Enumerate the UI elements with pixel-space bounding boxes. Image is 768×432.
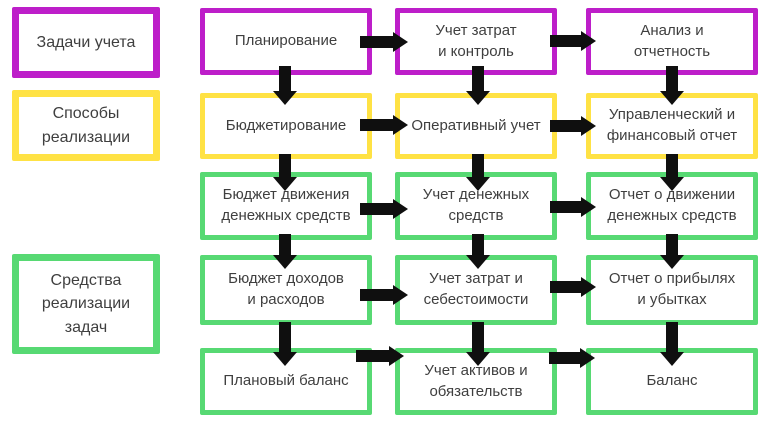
arrow-shaft [279, 154, 291, 177]
arrow-head [466, 177, 490, 191]
box-analysis-reporting: Анализ и отчетность [586, 8, 758, 75]
arrow-right-icon [360, 285, 408, 305]
arrow-down-icon [466, 154, 490, 191]
arrow-shaft [666, 234, 678, 255]
arrow-head [580, 348, 595, 368]
arrow-head [466, 352, 490, 366]
arrow-down-icon [660, 154, 684, 191]
arrow-right-icon [356, 346, 404, 366]
arrow-shaft [360, 289, 393, 301]
arrow-shaft [550, 120, 581, 132]
arrow-head [393, 285, 408, 305]
arrow-down-icon [273, 66, 297, 105]
arrow-down-icon [273, 234, 297, 269]
arrow-shaft [549, 352, 580, 364]
arrow-head [581, 197, 596, 217]
arrow-head [581, 277, 596, 297]
arrow-head [581, 116, 596, 136]
arrow-shaft [666, 154, 678, 177]
arrow-shaft [360, 119, 393, 131]
arrow-shaft [360, 203, 393, 215]
arrow-shaft [666, 66, 678, 91]
arrow-shaft [550, 35, 581, 47]
arrow-head [393, 115, 408, 135]
arrow-shaft [472, 322, 484, 352]
arrow-shaft [279, 322, 291, 352]
arrow-head [466, 91, 490, 105]
box-planning: Планирование [200, 8, 372, 75]
arrow-down-icon [660, 322, 684, 366]
arrow-shaft [472, 234, 484, 255]
arrow-right-icon [550, 277, 596, 297]
arrow-right-icon [549, 348, 595, 368]
arrow-head [273, 177, 297, 191]
arrow-down-icon [273, 322, 297, 366]
arrow-head [273, 352, 297, 366]
box-cost-accounting-control: Учет затрат и контроль [395, 8, 557, 75]
arrow-right-icon [550, 31, 596, 51]
legend-tasks: Задачи учета [12, 7, 160, 78]
arrow-shaft [356, 350, 389, 362]
legend-methods: Способы реализации [12, 90, 160, 161]
arrow-head [660, 177, 684, 191]
arrow-shaft [472, 154, 484, 177]
arrow-head [273, 91, 297, 105]
arrow-shaft [550, 281, 581, 293]
arrow-head [581, 31, 596, 51]
arrow-head [466, 255, 490, 269]
arrow-shaft [550, 201, 581, 213]
arrow-shaft [360, 36, 393, 48]
arrow-shaft [279, 234, 291, 255]
arrow-shaft [279, 66, 291, 91]
arrow-head [660, 352, 684, 366]
arrow-right-icon [550, 197, 596, 217]
arrow-right-icon [360, 199, 408, 219]
arrow-down-icon [466, 234, 490, 269]
arrow-down-icon [466, 66, 490, 105]
arrow-right-icon [550, 116, 596, 136]
arrow-down-icon [273, 154, 297, 191]
arrow-head [393, 32, 408, 52]
arrow-right-icon [360, 32, 408, 52]
arrow-down-icon [466, 322, 490, 366]
arrow-shaft [472, 66, 484, 91]
arrow-right-icon [360, 115, 408, 135]
arrow-head [660, 255, 684, 269]
arrow-head [273, 255, 297, 269]
arrow-head [660, 91, 684, 105]
arrow-down-icon [660, 234, 684, 269]
legend-means: Средства реализации задач [12, 254, 160, 354]
arrow-down-icon [660, 66, 684, 105]
arrow-head [393, 199, 408, 219]
arrow-head [389, 346, 404, 366]
arrow-shaft [666, 322, 678, 352]
